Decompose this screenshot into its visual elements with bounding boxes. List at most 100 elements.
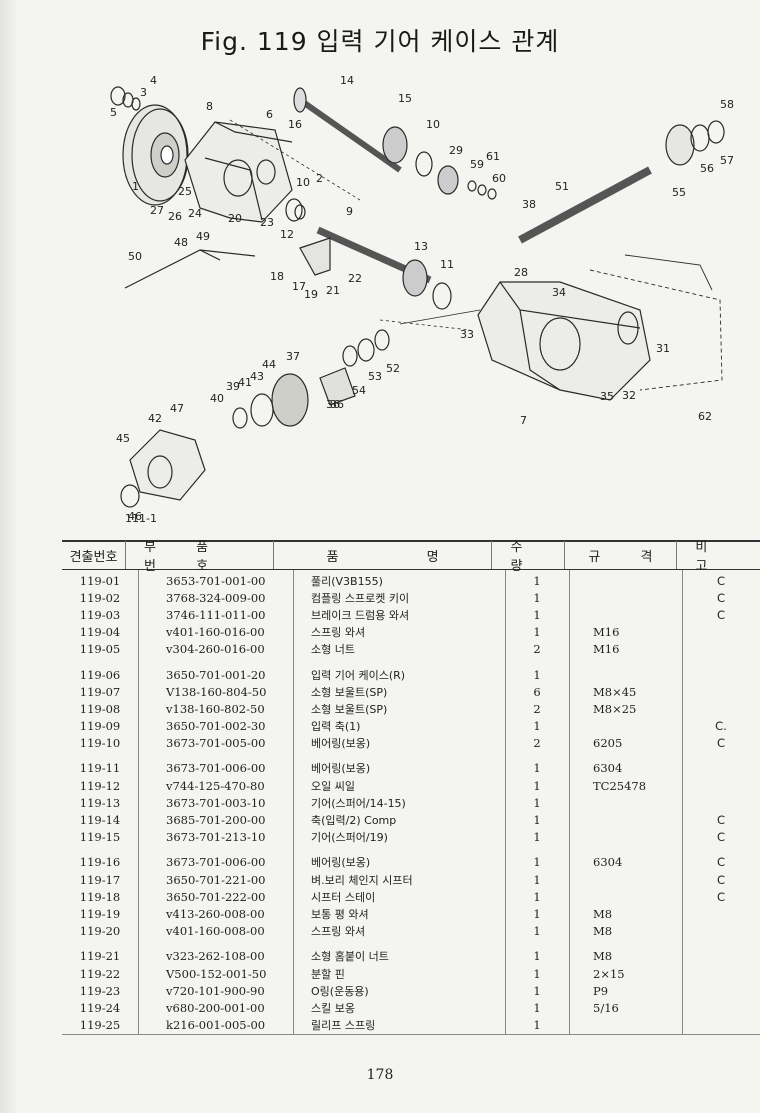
cell-part-name: 축(입력/2) Comp [311,814,397,828]
cell-part-name: 브레이크 드럼용 와셔 [311,608,410,622]
cell-quantity: 1 [533,1000,541,1015]
table-header: 견출번호 부 품 번 호 품 명 수 량 규 격 비 고 [62,540,760,574]
cell-spec: 6205 [593,736,623,751]
cell-remarks: C. [715,719,727,734]
part-callout: 38 [522,198,536,211]
cell-quantity: 6 [533,684,541,699]
part-callout: 44 [262,358,276,371]
cell-item-no: 119-01 [79,573,121,588]
part-callout: 53 [368,370,382,383]
cell-item-no: 119-02 [79,590,121,605]
cell-part-no: 3673-701-005-00 [166,736,266,751]
part-callout: 26 [168,210,182,223]
part-callout: 36 [326,398,340,411]
header-part-no: 부 품 번 호 [126,540,274,574]
cell-item-no: 119-25 [79,1018,121,1033]
cell-spec: 6304 [593,855,623,870]
cell-quantity: 1 [533,761,541,776]
cell-part-name: O링(운동용) [311,984,369,998]
part-callout: 48 [174,236,188,249]
part-callout: 4 [150,74,157,87]
cell-part-no: v323-262-108-00 [166,949,265,964]
cell-quantity: 1 [533,949,541,964]
cell-part-name: 기어(스퍼어/19) [311,831,388,845]
part-callout: 32 [622,389,636,402]
part-callout: 21 [326,284,340,297]
part-callout: 55 [672,186,686,199]
part-callout: 11 [440,258,454,271]
part-callout: 12 [280,228,294,241]
cell-part-no: v304-260-016-00 [166,642,265,657]
cell-quantity: 1 [533,607,541,622]
part-callout: 45 [116,432,130,445]
part-callout: 37 [286,350,300,363]
part-callout: 8 [206,100,213,113]
table-top-rule [62,540,760,542]
cell-spec: M16 [593,625,620,640]
part-callout: 46 [128,510,142,523]
cell-quantity: 1 [533,924,541,939]
cell-spec: M8 [593,924,613,939]
part-callout: 6 [266,108,273,121]
cell-remarks: C [716,830,726,845]
cell-quantity: 1 [533,590,541,605]
cell-part-no: v413-260-008-00 [166,906,265,921]
cell-part-no: v680-200-001-00 [166,1000,265,1015]
cell-quantity: 2 [533,736,541,751]
cell-part-name: 보통 평 와셔 [311,907,369,921]
scan-edge-shadow [0,0,18,1113]
cell-item-no: 119-20 [79,924,121,939]
part-callout: 23 [260,216,274,229]
part-callout: 14 [340,74,354,87]
part-callout: 50 [128,250,142,263]
cell-part-no: v720-101-900-90 [166,983,265,998]
column-divider [293,570,294,1034]
cell-quantity: 1 [533,983,541,998]
part-callout: 28 [514,266,528,279]
cell-part-name: 풀리(V3B155) [311,574,383,588]
cell-item-no: 119-06 [79,667,121,682]
part-callout: 19 [304,288,318,301]
cell-remarks: C [716,736,726,751]
cell-quantity: 1 [533,795,541,810]
header-quantity: 수 량 [492,540,565,574]
part-callout: 43 [250,370,264,383]
part-callout: 17 [292,280,306,293]
part-callout: 47 [170,402,184,415]
column-divider [505,570,506,1034]
cell-item-no: 119-17 [79,872,121,887]
cell-quantity: 1 [533,872,541,887]
cell-quantity: 1 [533,855,541,870]
header-part-name: 품 명 [274,541,493,569]
cell-part-no: 3650-701-221-00 [166,872,266,887]
cell-part-name: 입력 기어 케이스(R) [311,668,406,682]
cell-quantity: 1 [533,966,541,981]
cell-item-no: 119-21 [79,949,121,964]
cell-part-no: k216-001-005-00 [166,1018,266,1033]
cell-quantity: 1 [533,830,541,845]
cell-quantity: 1 [533,1018,541,1033]
part-callout: 41 [238,376,252,389]
cell-item-no: 119-12 [79,778,121,793]
cell-quantity: 1 [533,625,541,640]
cell-item-no: 119-23 [79,983,121,998]
output-case-part [477,281,651,401]
part-callout: 111-1 [125,512,157,525]
part-callout: 39 [226,380,240,393]
part-callout: 51 [555,180,569,193]
cell-remarks: C [716,855,726,870]
